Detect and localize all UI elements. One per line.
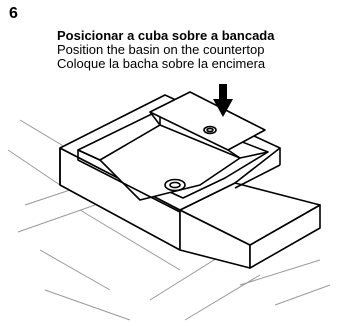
step-number: 6 xyxy=(9,5,18,22)
down-arrow-icon xyxy=(213,84,233,117)
floor-grid xyxy=(7,119,331,321)
instruction-text-en: Position the basin on the countertop xyxy=(57,42,265,57)
instructions: Posicionar a cuba sobre a bancada Positi… xyxy=(57,29,335,71)
instruction-title-pt: Posicionar a cuba sobre a bancada xyxy=(57,28,275,43)
basin xyxy=(59,91,321,269)
instruction-text-es: Coloque la bacha sobre la encimera xyxy=(57,56,266,71)
